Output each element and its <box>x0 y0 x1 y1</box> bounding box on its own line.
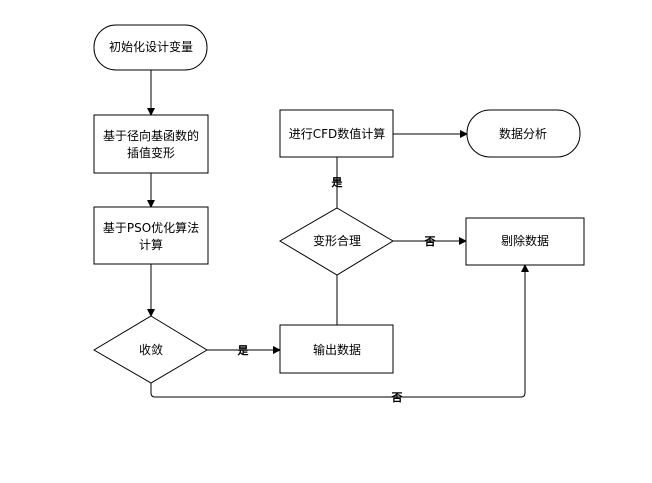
node-converge-label: 收敛 <box>139 342 163 357</box>
node-output: 输出数据 <box>279 324 394 374</box>
edge-label-converge-yes: 是 <box>237 344 250 357</box>
node-discard-label: 剔除数据 <box>501 233 549 248</box>
node-cfd-label: 进行CFD数值计算 <box>289 126 386 141</box>
node-analysis-label: 数据分析 <box>499 126 547 141</box>
node-rbf-label-2: 插值变形 <box>127 145 175 160</box>
edge-label-converge-no: 否 <box>391 391 403 404</box>
node-pso: 基于PSO优化算法 计算 <box>93 206 209 265</box>
decision-shape <box>279 207 394 276</box>
edge-label-reasonable-yes: 是 <box>331 176 344 189</box>
terminal-shape <box>93 24 208 71</box>
node-cfd: 进行CFD数值计算 <box>279 109 394 158</box>
process-shape <box>465 217 585 266</box>
node-pso-label-2: 计算 <box>139 237 163 252</box>
process-shape <box>279 324 394 374</box>
terminal-shape <box>466 109 581 158</box>
node-analysis: 数据分析 <box>466 109 581 158</box>
node-rbf-label-1: 基于径向基函数的 <box>103 128 199 143</box>
decision-shape <box>93 315 208 384</box>
connectors <box>147 70 529 398</box>
node-output-label: 输出数据 <box>313 342 361 357</box>
arrow-converge-no <box>150 264 529 398</box>
process-shape <box>93 206 209 265</box>
process-shape <box>93 114 209 174</box>
node-pso-label-1: 基于PSO优化算法 <box>103 220 199 235</box>
node-rbf: 基于径向基函数的 插值变形 <box>93 114 209 174</box>
node-init: 初始化设计变量 <box>93 24 208 71</box>
node-init-label: 初始化设计变量 <box>109 39 193 54</box>
edge-label-reasonable-no: 否 <box>424 235 436 248</box>
node-reasonable-label: 变形合理 <box>313 233 361 248</box>
process-shape <box>279 109 394 158</box>
node-converge: 收敛 <box>93 315 208 384</box>
node-discard: 剔除数据 <box>465 217 585 266</box>
node-reasonable: 变形合理 <box>279 207 394 276</box>
